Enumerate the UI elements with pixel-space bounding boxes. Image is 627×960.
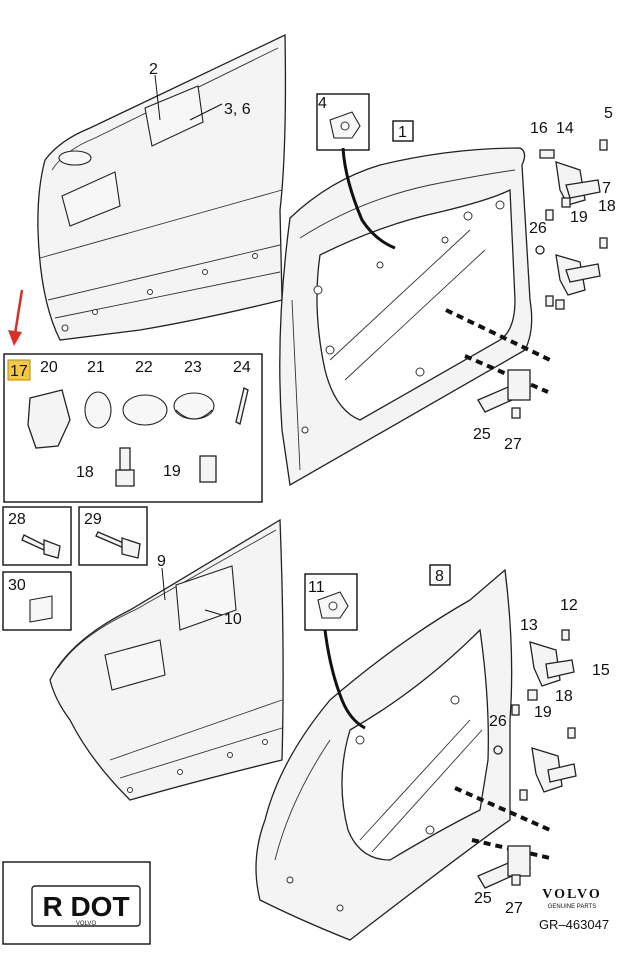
kit-box-17: [3, 353, 263, 503]
frame-callout-box-8: [429, 564, 451, 586]
pad-box-30: [2, 571, 72, 631]
callout-23: 23: [184, 359, 202, 376]
callout-2: 2: [149, 61, 158, 78]
callout-9: 9: [157, 553, 166, 570]
callout-24: 24: [233, 359, 251, 376]
rdot-brand: VOLVO: [76, 921, 97, 927]
callout-1: 1: [398, 124, 407, 141]
pointer-arrow: [8, 289, 24, 346]
clip-part-11: [304, 573, 358, 631]
front-lower-hinge: [535, 237, 608, 310]
callout-17: 17: [10, 363, 28, 380]
callout-25-rear: 25: [474, 890, 492, 907]
callout-26-front: 26: [529, 220, 547, 237]
callout-14: 14: [556, 120, 574, 137]
diagram-code: GR–463047: [539, 917, 609, 932]
rdot-label: R DOT: [42, 891, 129, 922]
rear-door-frame: [255, 568, 513, 941]
callout-15: 15: [592, 662, 610, 679]
clip-part-4: [316, 93, 370, 151]
callout-25-front: 25: [473, 426, 491, 443]
brand-sub: GENUINE PARTS: [548, 904, 596, 910]
callout-19-kit: 19: [163, 463, 181, 480]
callout-27-rear: 27: [505, 900, 523, 917]
rdot-badge: [2, 861, 151, 945]
callout-21: 21: [87, 359, 105, 376]
front-door-frame: [279, 147, 533, 487]
front-upper-hinge: [539, 139, 608, 221]
callout-18-rear: 18: [555, 688, 573, 705]
callout-18-kit: 18: [76, 464, 94, 481]
rear-door-skin: [49, 518, 284, 801]
callout-19-rear: 19: [534, 704, 552, 721]
rear-upper-hinge: [511, 629, 575, 716]
callout-5: 5: [604, 105, 613, 122]
front-door-skin: [37, 33, 287, 341]
callout-7: 7: [602, 180, 611, 197]
brand-logo: VOLVO: [542, 887, 602, 902]
callout-30: 30: [8, 577, 26, 594]
callout-4: 4: [318, 95, 327, 112]
callout-8: 8: [435, 568, 444, 585]
callout-18-front: 18: [598, 198, 616, 215]
callout-19-front: 19: [570, 209, 588, 226]
front-check-strap: [477, 369, 532, 419]
callout-22: 22: [135, 359, 153, 376]
callout-10: 10: [224, 611, 242, 628]
callout-20: 20: [40, 359, 58, 376]
front-axis-dash-2: [464, 354, 549, 394]
callout-3-6: 3, 6: [224, 101, 251, 118]
callout-11: 11: [308, 579, 325, 596]
callout-27-front: 27: [504, 436, 522, 453]
bolt-box-28: [2, 506, 72, 566]
callout-28: 28: [8, 511, 26, 528]
callout-26-rear: 26: [489, 713, 507, 730]
bolt-box-29: [78, 506, 148, 566]
rear-axis-dash-1: [454, 786, 551, 832]
rear-check-strap: [477, 845, 532, 889]
callout-29: 29: [84, 511, 102, 528]
callout-12: 12: [560, 597, 578, 614]
callout-16: 16: [530, 120, 548, 137]
callout-13: 13: [520, 617, 538, 634]
frame-callout-box-1: [392, 120, 414, 142]
front-axis-dash-1: [445, 308, 551, 362]
rear-lower-hinge: [493, 727, 577, 801]
